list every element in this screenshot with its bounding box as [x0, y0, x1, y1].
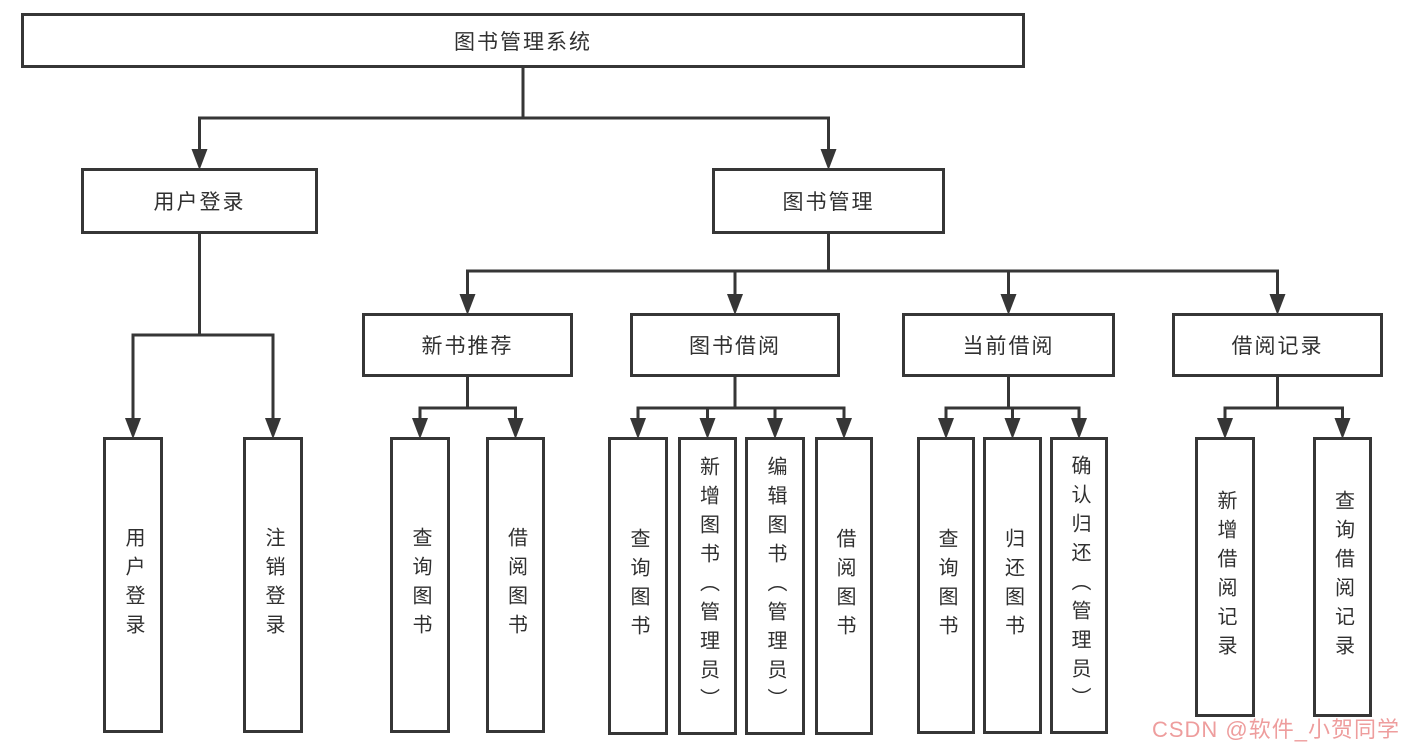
node-label: 查询图书 [409, 527, 431, 643]
node-leaf-query-books-2: 查询图书 [608, 437, 668, 735]
node-library-system-root: 图书管理系统 [21, 13, 1025, 68]
arrowhead-icon [820, 149, 837, 170]
node-borrowing-records: 借阅记录 [1172, 313, 1383, 377]
arrowhead-icon [938, 418, 954, 439]
node-leaf-borrow-books-2: 借阅图书 [815, 437, 873, 735]
node-leaf-add-borrow-record: 新增借阅记录 [1195, 437, 1255, 717]
node-label: 用户登录 [153, 191, 246, 214]
connector-path [1223, 375, 1344, 425]
arrowhead-icon [699, 418, 716, 439]
node-label: 图书借阅 [689, 335, 781, 358]
node-label: 借阅图书 [504, 527, 527, 643]
node-leaf-confirm-return-admin: 确认归还（管理员） [1050, 437, 1108, 734]
node-book-management-branch: 图书管理 [712, 168, 945, 234]
connector-path [944, 375, 1081, 425]
node-label: 当前借阅 [962, 335, 1055, 358]
node-user-login-branch: 用户登录 [81, 168, 318, 234]
node-label: 新增借阅记录 [1214, 490, 1236, 664]
node-leaf-query-books-3: 查询图书 [917, 437, 975, 734]
arrowhead-icon [727, 294, 743, 315]
node-label: 查询借阅记录 [1331, 490, 1354, 664]
node-leaf-query-books-1: 查询图书 [390, 437, 450, 733]
node-new-book-recommend: 新书推荐 [362, 313, 573, 377]
node-leaf-add-books-admin: 新增图书（管理员） [678, 437, 737, 735]
arrowhead-icon [507, 418, 524, 439]
arrowhead-icon [1000, 294, 1017, 315]
csdn-watermark: CSDN @软件_小贺同学 [1151, 717, 1400, 742]
arrowhead-icon [459, 294, 476, 315]
node-label: 编辑图书（管理员） [764, 455, 786, 717]
node-label: 归还图书 [1001, 527, 1024, 644]
arrowhead-icon [836, 418, 852, 439]
arrowhead-icon [412, 418, 428, 439]
node-label: 借阅记录 [1231, 335, 1324, 358]
node-label: 注销登录 [262, 527, 284, 643]
arrowhead-icon [191, 149, 208, 170]
node-book-borrowing: 图书借阅 [630, 313, 840, 377]
node-label: 确认归还（管理员） [1068, 455, 1090, 716]
node-label: 借阅图书 [833, 528, 855, 644]
node-label: 图书管理 [782, 191, 875, 214]
arrowhead-icon [1004, 418, 1021, 439]
node-label: 查询图书 [627, 528, 649, 644]
connector-path [636, 375, 846, 425]
node-current-borrowing: 当前借阅 [902, 313, 1115, 377]
arrowhead-icon [1334, 418, 1351, 439]
arrowhead-icon [1269, 294, 1286, 315]
node-label: 用户登录 [122, 527, 144, 643]
arrowhead-icon [630, 418, 646, 439]
node-leaf-borrow-books-1: 借阅图书 [486, 437, 545, 733]
node-label: 查询图书 [935, 527, 957, 644]
node-leaf-user-login: 用户登录 [103, 437, 163, 733]
node-label: 图书管理系统 [454, 30, 592, 54]
arrowhead-icon [767, 418, 783, 439]
arrowhead-icon [1217, 418, 1233, 439]
node-leaf-return-books: 归还图书 [983, 437, 1042, 734]
arrowhead-icon [125, 418, 141, 439]
connector-path [131, 232, 275, 425]
node-leaf-edit-books-admin: 编辑图书（管理员） [745, 437, 805, 735]
arrowhead-icon [265, 418, 281, 439]
node-leaf-logout: 注销登录 [243, 437, 303, 733]
connector-path [418, 375, 517, 425]
connector-path [466, 232, 1279, 301]
connector-path [198, 66, 830, 156]
arrowhead-icon [1071, 418, 1087, 439]
node-label: 新增图书（管理员） [696, 455, 719, 717]
node-label: 新书推荐 [421, 335, 514, 358]
node-leaf-query-borrow-record: 查询借阅记录 [1313, 437, 1372, 717]
